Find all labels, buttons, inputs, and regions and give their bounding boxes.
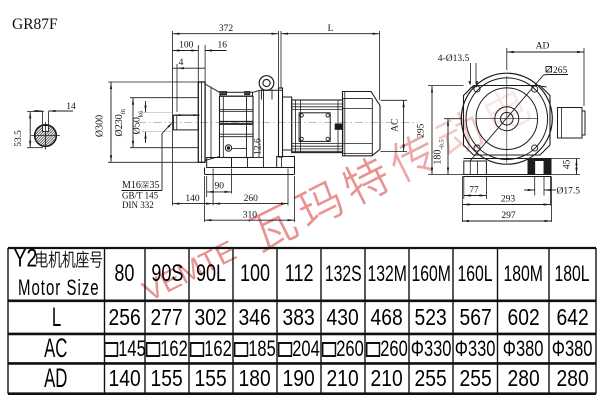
- svg-text:45: 45: [563, 159, 573, 169]
- svg-text:Motor Size: Motor Size: [18, 275, 100, 300]
- svg-text:16: 16: [217, 41, 227, 51]
- svg-text:293: 293: [501, 195, 516, 205]
- svg-text:372: 372: [219, 24, 234, 34]
- svg-text:14: 14: [66, 102, 76, 112]
- svg-text:77: 77: [469, 185, 479, 195]
- svg-text:Ø230f6: Ø230f6: [114, 108, 127, 136]
- svg-text:Ø300: Ø300: [95, 115, 106, 137]
- svg-text:295: 295: [417, 123, 427, 138]
- svg-text:AC: AC: [391, 119, 401, 132]
- svg-text:Ø17.5: Ø17.5: [557, 187, 581, 197]
- svg-text:4: 4: [179, 58, 184, 68]
- svg-text:53.5: 53.5: [14, 130, 24, 147]
- svg-text:180-0.5: 180-0.5: [433, 139, 446, 164]
- svg-text:260: 260: [244, 194, 259, 204]
- svg-text:297: 297: [501, 211, 516, 221]
- svg-text:GB/T 145: GB/T 145: [122, 191, 159, 201]
- svg-text:M16: M16: [122, 180, 141, 191]
- svg-text:35: 35: [150, 180, 160, 191]
- svg-text:GR87F: GR87F: [12, 16, 58, 33]
- svg-text:140: 140: [185, 194, 200, 204]
- svg-text:Y2: Y2: [14, 244, 38, 272]
- svg-text:265: 265: [553, 66, 568, 76]
- svg-text:12.6: 12.6: [253, 138, 263, 155]
- svg-text:310: 310: [243, 211, 258, 221]
- svg-text:DIN 332: DIN 332: [122, 200, 154, 210]
- svg-text:4-Ø13.5: 4-Ø13.5: [438, 54, 470, 64]
- svg-text:90: 90: [215, 182, 225, 192]
- svg-text:L: L: [328, 24, 334, 34]
- svg-text:100: 100: [179, 41, 194, 51]
- svg-text:AD: AD: [536, 42, 550, 52]
